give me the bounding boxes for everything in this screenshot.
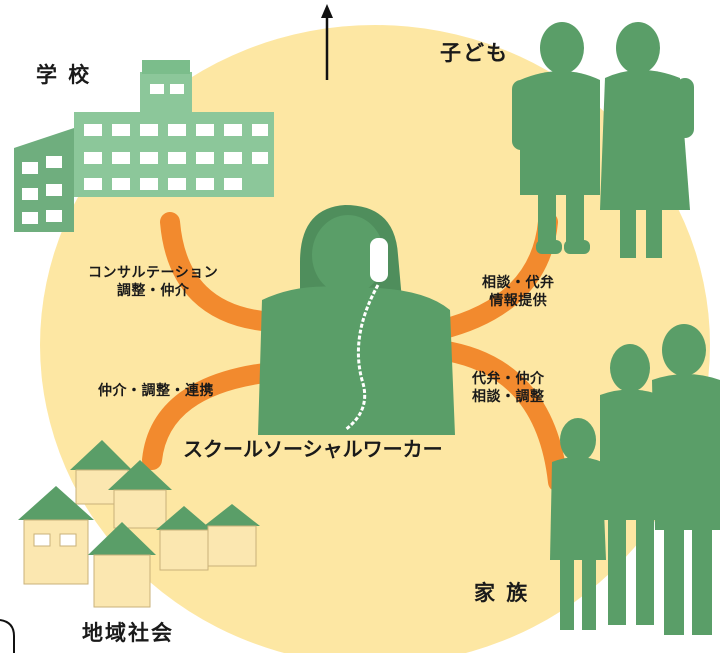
relation-label-child: 相談・代弁 情報提供 — [482, 274, 555, 310]
connector-community — [142, 362, 282, 470]
relation-school-line2: 調整・仲介 — [116, 283, 190, 300]
center-label-social-worker: スクールソーシャルワーカー — [183, 437, 443, 461]
up-arrow-icon — [321, 4, 333, 80]
social-worker-figure-icon — [258, 205, 455, 435]
corner-bracket — [0, 619, 15, 653]
relation-child-line1: 相談・代弁 — [482, 275, 555, 291]
relation-family-line1: 代弁・仲介 — [472, 371, 545, 387]
relation-child-line2: 情報提供 — [489, 293, 548, 310]
relation-family-line2: 相談・調整 — [472, 389, 545, 406]
relation-label-family: 代弁・仲介 相談・調整 — [472, 370, 545, 406]
relation-community-line1: 仲介・調整・連携 — [98, 383, 214, 399]
node-label-child: 子ども — [440, 41, 509, 65]
node-label-family: 家 族 — [474, 581, 530, 605]
node-label-community: 地域社会 — [82, 621, 174, 645]
connector-school — [160, 212, 282, 332]
child-figures-icon — [512, 22, 694, 258]
node-label-school: 学 校 — [36, 63, 92, 87]
connector-family — [430, 340, 568, 492]
school-building-icon — [14, 60, 274, 232]
community-houses-icon — [18, 440, 260, 608]
relation-school-line1: コンサルテーション — [88, 265, 219, 281]
family-figures-icon — [550, 324, 720, 635]
connector-arcs — [142, 212, 568, 492]
relation-label-school: コンサルテーション 調整・仲介 — [88, 264, 218, 300]
relation-label-community: 仲介・調整・連携 — [98, 382, 214, 400]
